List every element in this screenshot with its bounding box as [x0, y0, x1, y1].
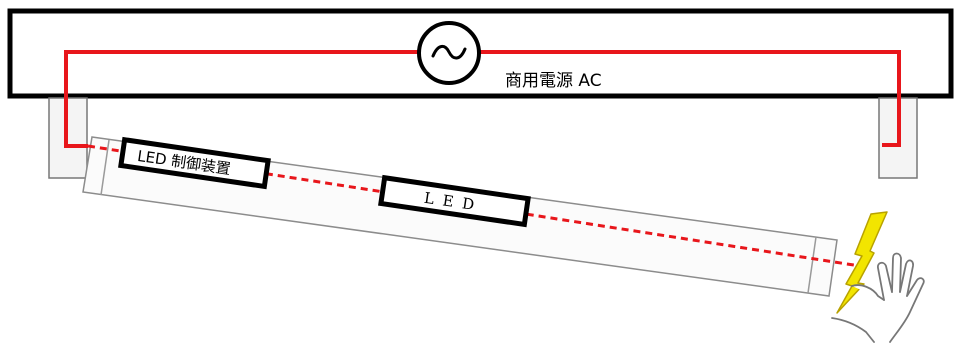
supply-wire-left [64, 50, 419, 148]
ac-source-icon [417, 21, 481, 85]
led-tube: LED 制御装置 L E D [82, 136, 861, 297]
hand-icon [831, 252, 925, 343]
supply-wire-right [479, 50, 901, 147]
power-source-label: 商用電源 AC [505, 71, 602, 91]
tube-right-cap [807, 236, 817, 294]
tube-left-cap [100, 139, 110, 196]
led-module-box: L E D [378, 174, 531, 228]
lightning-bolt-icon [836, 211, 888, 314]
